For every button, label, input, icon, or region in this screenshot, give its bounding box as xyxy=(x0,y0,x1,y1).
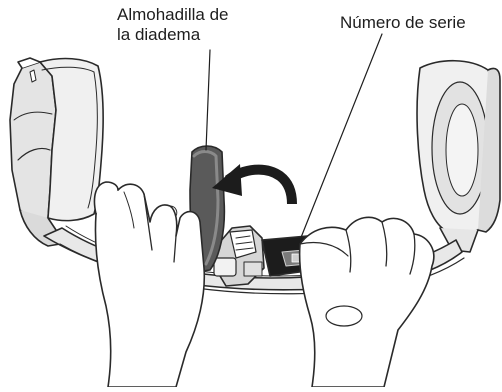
right-hand xyxy=(298,216,435,388)
serial-number-label: Número de serie xyxy=(340,13,466,32)
left-earcup xyxy=(9,57,104,247)
serial-number-leader-line xyxy=(299,33,383,241)
right-earcup xyxy=(416,59,501,253)
headband-pad-label-line2: la diadema xyxy=(117,25,201,44)
curved-arrow-icon xyxy=(212,164,297,205)
left-hand xyxy=(93,181,206,388)
headband-pad-leader-line xyxy=(205,49,211,151)
headband-pad-label: Almohadilla de la diadema xyxy=(117,5,229,45)
headband-pad-label-line1: Almohadilla de xyxy=(117,5,229,24)
